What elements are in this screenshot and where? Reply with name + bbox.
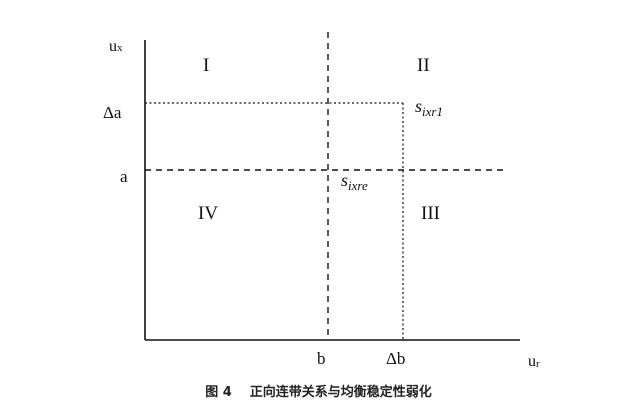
y-axis-label: ux xyxy=(109,38,123,55)
region-label-q3: III xyxy=(421,203,440,224)
tick-label-delta-b: Δb xyxy=(386,349,405,368)
region-label-q4: IV xyxy=(198,203,218,224)
figure-number: 图 4 xyxy=(205,385,232,400)
figure-title: 正向连带关系与均衡稳定性弱化 xyxy=(249,385,432,400)
tick-label-delta-a: Δa xyxy=(103,103,122,122)
region-label-q1: I xyxy=(203,55,209,76)
tick-label-a: a xyxy=(120,167,128,186)
region-label-q2: II xyxy=(417,55,430,76)
x-axis-label: ur xyxy=(528,353,540,370)
point-label-s-ixre: sixre xyxy=(341,170,368,193)
figure-caption: 图 4 正向连带关系与均衡稳定性弱化 xyxy=(0,381,637,400)
tick-label-b: b xyxy=(317,349,326,368)
point-label-s-ixr1: sixr1 xyxy=(415,96,443,119)
